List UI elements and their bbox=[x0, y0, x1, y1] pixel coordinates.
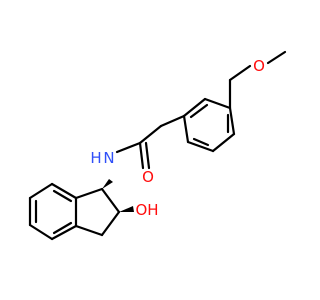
indane-five-ring bbox=[74, 187, 121, 237]
amide-n-label: N bbox=[103, 149, 114, 167]
bond-ch2-phenyl bbox=[159, 114, 186, 128]
bond-n-carbonyl bbox=[115, 141, 142, 154]
indane-benzene-ring bbox=[28, 182, 78, 241]
methoxy-o-label: O bbox=[253, 57, 265, 75]
bond-carbonyl-ch2 bbox=[138, 124, 163, 145]
wedge-bond-oh bbox=[119, 206, 134, 212]
amide-h-label: H bbox=[90, 149, 101, 167]
bond-ch2-o bbox=[228, 64, 252, 82]
carbonyl-double-bond bbox=[138, 141, 151, 170]
structure-canvas: N H O O OH bbox=[28, 50, 287, 241]
phenyl-ring bbox=[182, 97, 236, 153]
carbonyl-o-label: O bbox=[142, 168, 154, 186]
molecule-structure: N H O O OH bbox=[28, 50, 287, 241]
hydroxyl-label: OH bbox=[135, 201, 158, 219]
bond-o-methyl bbox=[266, 50, 287, 65]
wedge-bond-n bbox=[102, 179, 113, 189]
